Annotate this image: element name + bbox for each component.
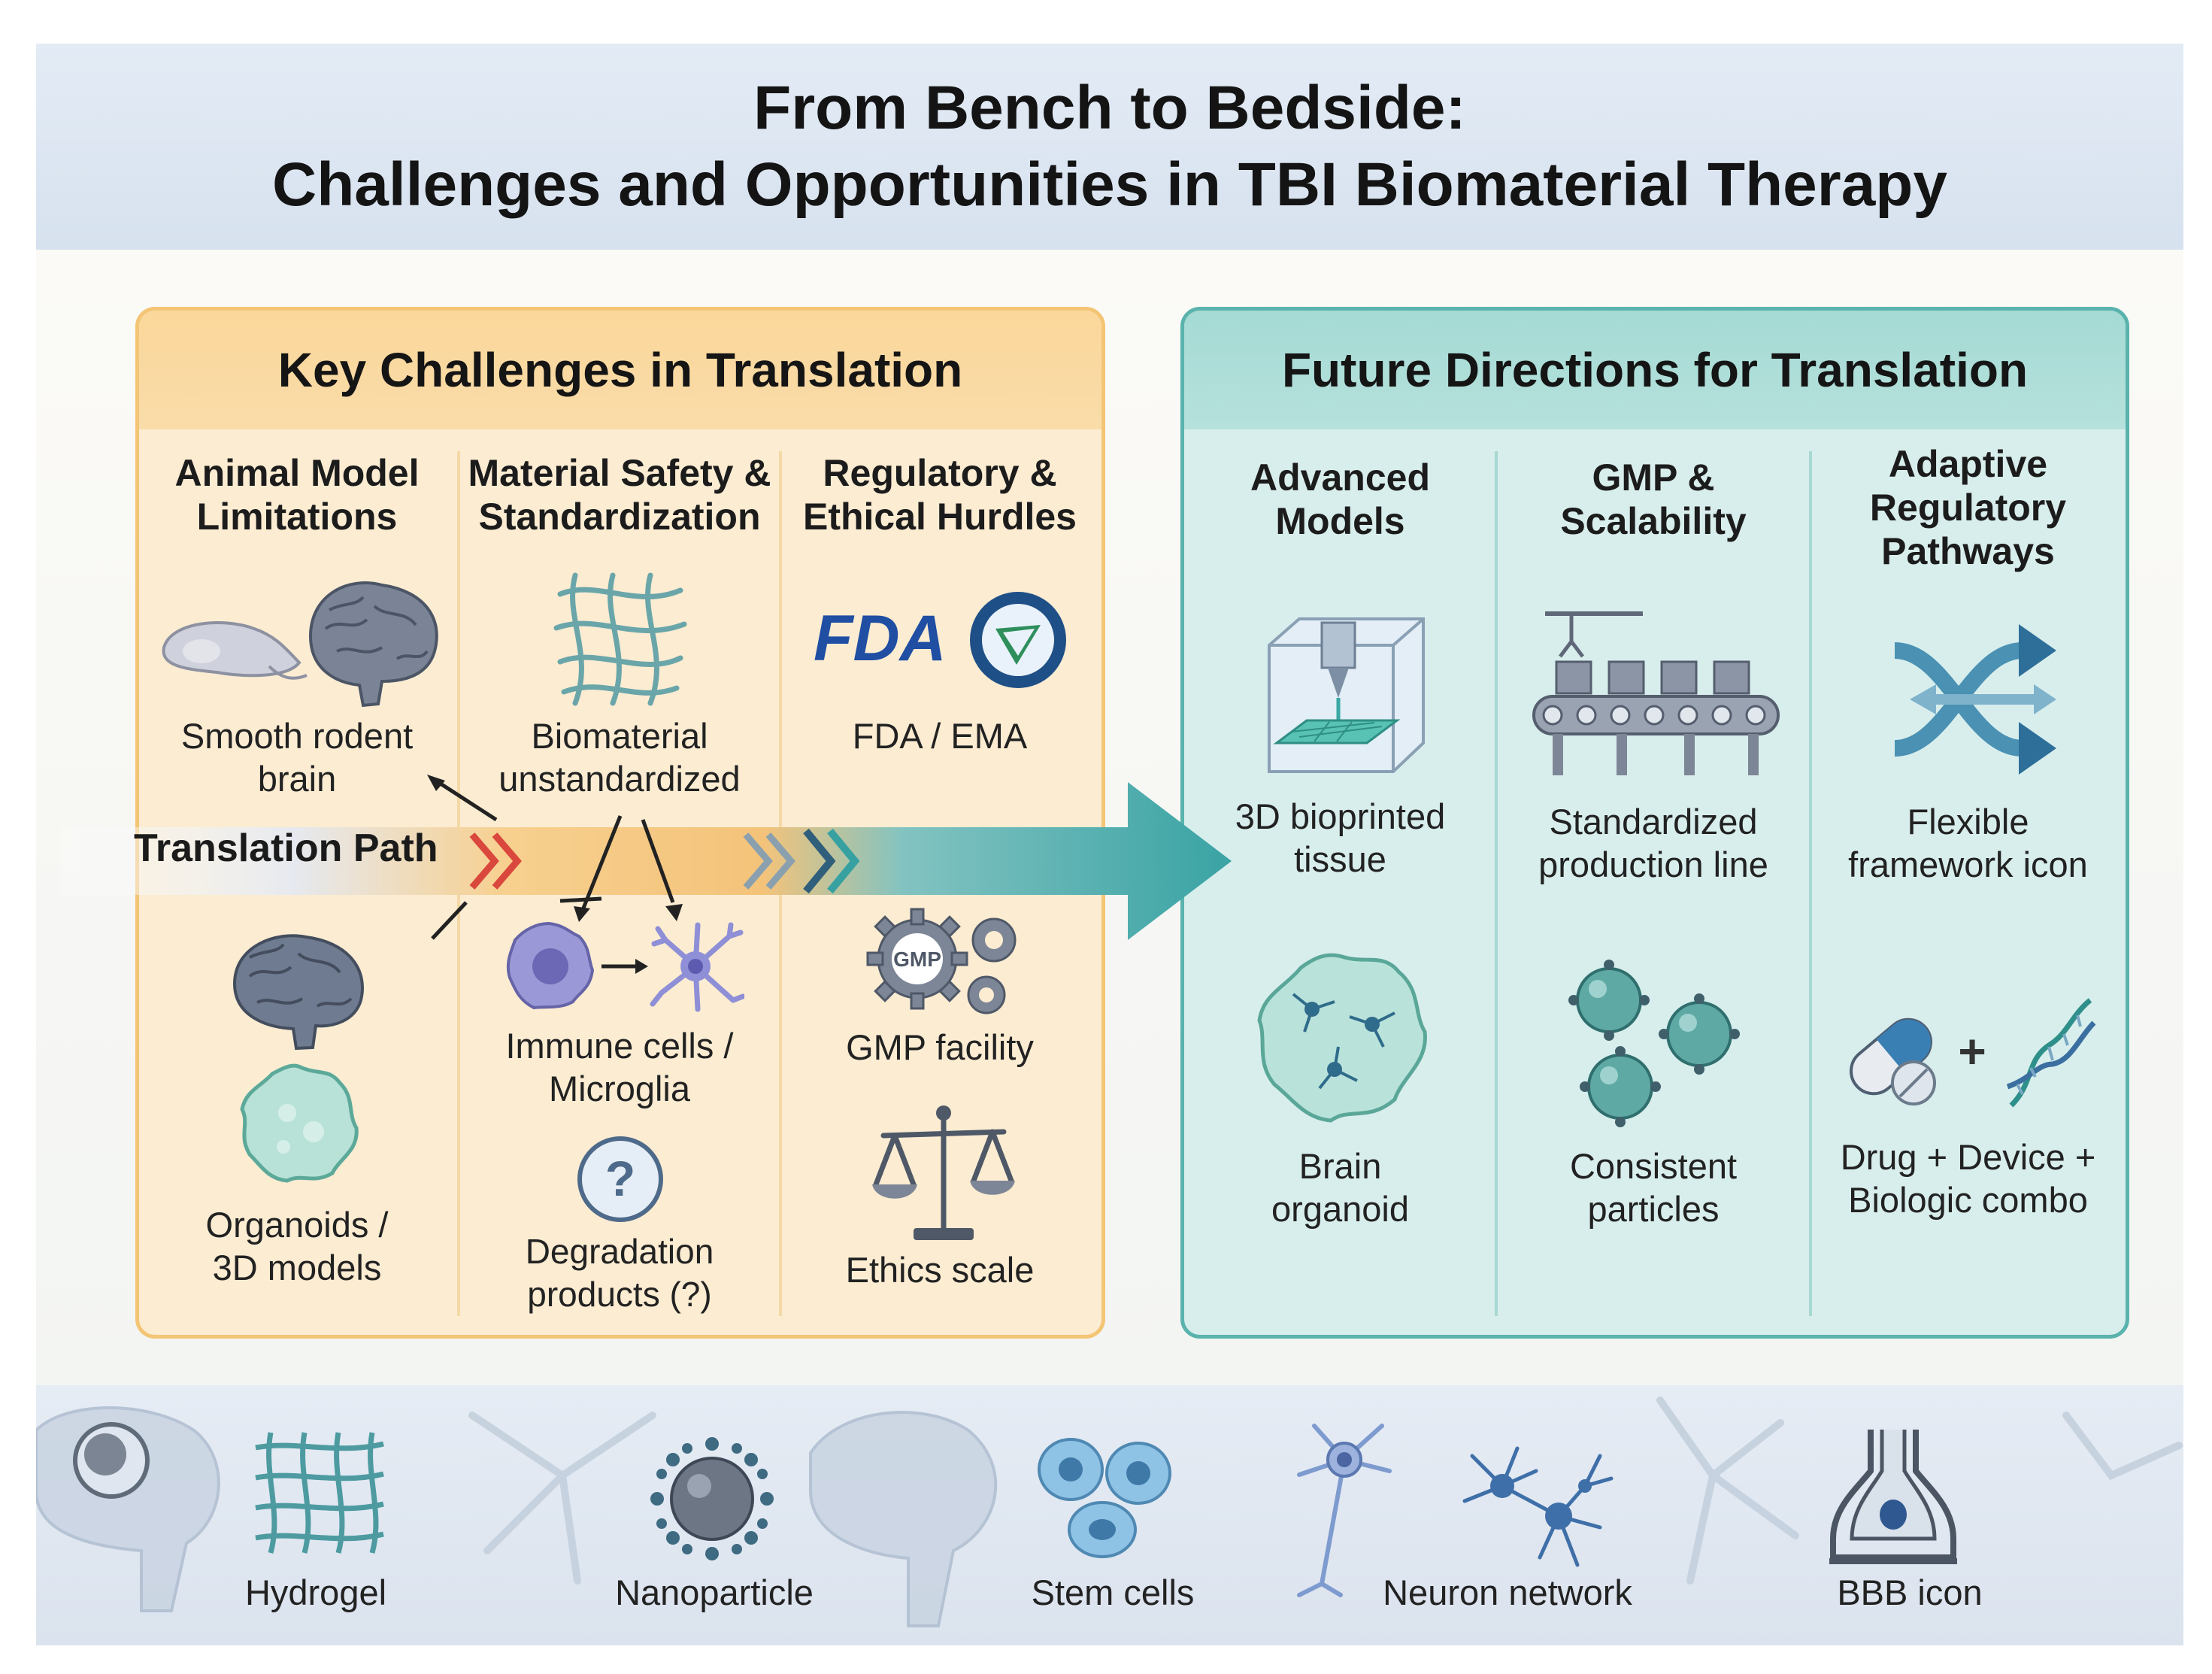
nanoparticle-icon: [650, 1437, 774, 1560]
scale-icon: [872, 1105, 1015, 1240]
label-gmp-facility: GMP facility: [846, 1027, 1034, 1067]
column-heading-gmp-scalability: GMP &Scalability: [1560, 456, 1747, 542]
fda-logo-icon: FDA: [814, 592, 1066, 688]
background-illustration: [36, 1397, 2183, 1627]
label-ethics-scale: Ethics scale: [845, 1250, 1035, 1290]
svg-text:FDA: FDA: [814, 602, 947, 675]
label-bbb-icon: BBB icon: [1837, 1572, 1983, 1612]
future-heading: Future Directions for Translation: [1184, 311, 2126, 429]
crossing-arrows-icon: [1894, 624, 2056, 775]
immune-cell-icon: [506, 921, 744, 1012]
brain-icon: [232, 934, 364, 1051]
gmp-gears-icon: GMP: [866, 908, 1017, 1014]
brain-organoid-icon: [1257, 953, 1427, 1123]
column-divider: [1809, 451, 1812, 1316]
label-stem-cells: Stem cells: [1031, 1572, 1195, 1612]
label-organoids: Organoids /3D models: [205, 1205, 389, 1287]
future-panel: Future Directions for Translation: [1180, 307, 2129, 1339]
label-neuron-network: Neuron network: [1383, 1572, 1632, 1612]
question-icon: ?: [577, 1136, 663, 1222]
column-heading-material-safety: Material Safety &Standardization: [468, 452, 771, 538]
organoid-icon: [240, 1063, 359, 1183]
hydrogel-icon: [255, 1432, 384, 1554]
stem-cells-icon: [1038, 1438, 1171, 1558]
translation-path-label: Translation Path: [134, 826, 438, 870]
fiber-mesh-icon: [553, 572, 687, 706]
title-line-2: Challenges and Opportunities in TBI Biom…: [271, 150, 1947, 219]
title-banner: From Bench to Bedside: Challenges and Op…: [36, 44, 2183, 250]
biomaterial-strip: [36, 1385, 2183, 1645]
bbb-icon: [1829, 1430, 1957, 1564]
label-hydrogel: Hydrogel: [244, 1572, 387, 1612]
title-line-1: From Bench to Bedside:: [753, 74, 1466, 142]
column-divider: [1495, 451, 1498, 1316]
pill-dna-icon: +: [1850, 998, 2096, 1108]
label-nanoparticle: Nanoparticle: [615, 1572, 814, 1612]
svg-text:+: +: [1958, 1024, 1986, 1078]
rodent-brain-icon: [162, 581, 438, 708]
label-fda-ema: FDA / EMA: [852, 716, 1028, 756]
neuron-network-icon: [1297, 1424, 1614, 1597]
bioprinter-icon: [1268, 617, 1425, 773]
svg-text:GMP: GMP: [893, 948, 941, 971]
svg-text:?: ?: [605, 1151, 635, 1206]
label-immune-cells: Immune cells /Microglia: [505, 1026, 734, 1108]
label-drug-device-biologic: Drug + Device +Biologic combo: [1840, 1137, 2096, 1220]
challenges-heading: Key Challenges in Translation: [139, 311, 1101, 429]
translation-path-arrow: [60, 775, 1232, 940]
conveyor-icon: [1532, 611, 1780, 775]
column-heading-regulatory: Regulatory &Ethical Hurdles: [803, 452, 1077, 538]
particles-icon: [1568, 960, 1740, 1127]
